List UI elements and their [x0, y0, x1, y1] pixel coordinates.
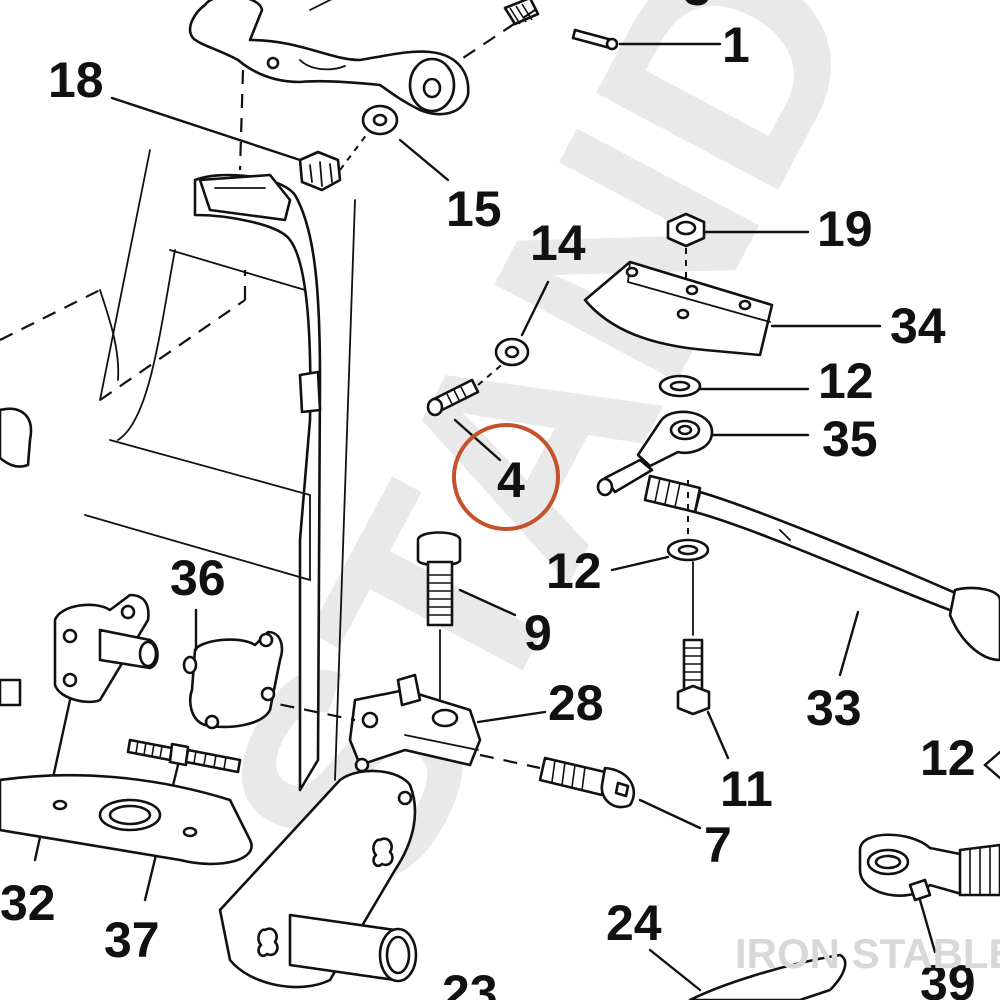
callout-14: 14 [530, 215, 586, 271]
callout-23: 23 [442, 965, 498, 1000]
footrest-bracket [218, 769, 418, 989]
part-24-component [688, 953, 847, 1000]
upper-lever-arm [188, 0, 470, 116]
leader-12-right [983, 750, 1000, 780]
part-4-screw [426, 378, 480, 417]
callout-39: 39 [920, 955, 976, 1000]
part-37-stud [126, 738, 242, 774]
callout-34: 34 [890, 298, 946, 354]
callout-28: 28 [548, 675, 604, 731]
callout-36: 36 [170, 550, 226, 606]
part-32-bracket [53, 593, 159, 704]
part-4-highlight-circle [452, 423, 560, 531]
callout-4: 4 [497, 452, 525, 508]
leader-33 [838, 610, 860, 677]
leader-28 [476, 710, 547, 724]
part-12-washer-mid [666, 538, 710, 562]
part-14-washer [494, 337, 530, 367]
leader-15 [398, 138, 450, 182]
part-39-rod-eye [858, 833, 1000, 902]
leader-11 [706, 710, 730, 760]
base-plate [0, 773, 253, 866]
callout-19: 19 [817, 201, 873, 257]
callout-12-mid: 12 [546, 543, 602, 599]
part-34-plate [583, 260, 774, 357]
brand-watermark: IRON STABLE [735, 930, 1000, 977]
part-1-pin [503, 0, 619, 51]
main-frame [0, 149, 356, 792]
callout-7: 7 [704, 817, 732, 873]
leader-12-mid [610, 555, 670, 572]
watermark: STAND [156, 0, 927, 939]
leader-7 [638, 798, 702, 830]
part-9-bolt [416, 531, 462, 627]
part-15-washer [361, 104, 399, 136]
leader-24 [648, 948, 702, 992]
callout-3: 3 [683, 0, 711, 16]
part-18-castle-nut [298, 150, 342, 192]
callout-35: 35 [822, 411, 878, 467]
callout-9: 9 [524, 605, 552, 661]
part-11-bolt [676, 638, 711, 716]
callout-1: 1 [722, 17, 750, 73]
part-7-cap-screw [538, 756, 636, 809]
callout-12-right: 12 [920, 730, 976, 786]
callout-15: 15 [446, 181, 502, 237]
callout-12-upper: 12 [818, 353, 874, 409]
leader-39 [918, 898, 937, 954]
leader-14 [520, 280, 550, 337]
callout-11: 11 [720, 761, 773, 817]
callout-24: 24 [606, 895, 662, 951]
part-12-washer-upper [658, 374, 702, 398]
callout-37: 37 [104, 912, 160, 968]
callout-32: 32 [0, 875, 56, 931]
part-28-clevis [348, 673, 482, 773]
callout-labels: 3 1 18 15 14 19 34 12 35 4 12 36 9 28 33… [0, 0, 976, 1000]
leader-18 [110, 96, 302, 162]
part-35-rod-end [596, 410, 714, 497]
part-36-bracket [182, 630, 284, 730]
left-bracket-fragment [0, 407, 33, 707]
part-19-nut [666, 212, 706, 248]
callout-18: 18 [48, 52, 104, 108]
leader-9 [458, 588, 517, 617]
leader-4 [453, 418, 502, 462]
part-33-shift-rod [643, 474, 1000, 662]
callout-33: 33 [806, 680, 862, 736]
watermark-text: STAND [156, 0, 927, 939]
